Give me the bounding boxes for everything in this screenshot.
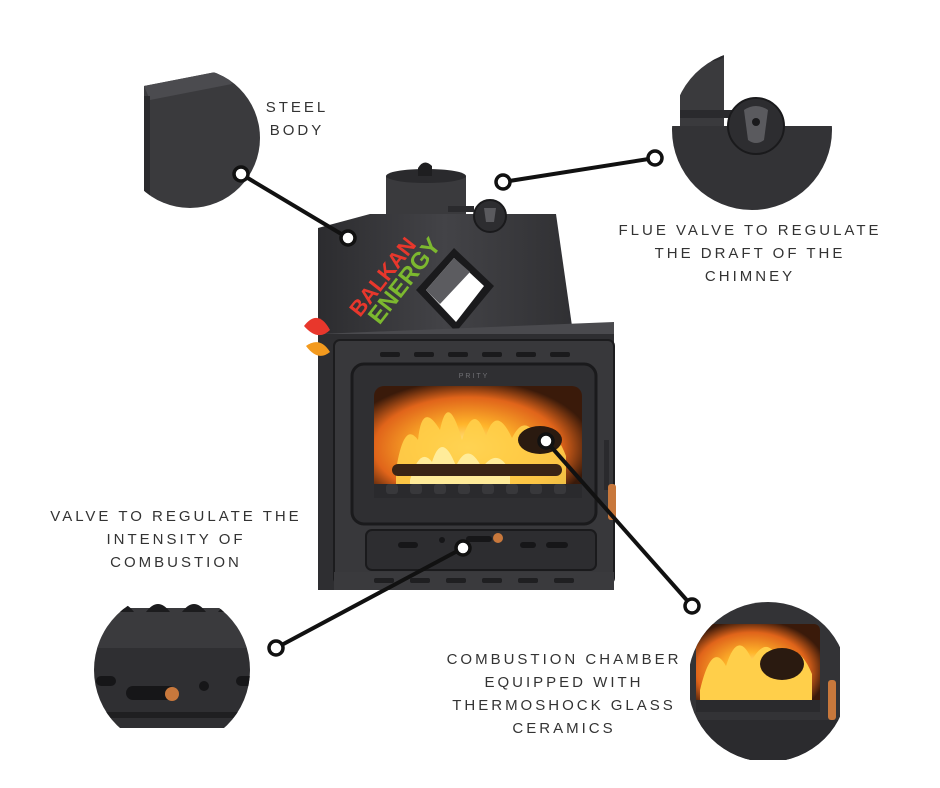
door-brand: PRITY [459, 373, 490, 380]
label-steel-body: STEEL BODY [254, 96, 340, 142]
top-vent-slots [380, 352, 570, 357]
detail-steel-body [120, 68, 260, 208]
fire-window [374, 386, 582, 498]
label-combustion-chamber: COMBUSTION CHAMBER EQUIPPED WITH THERMOS… [440, 648, 688, 740]
diamond-opening [416, 248, 494, 332]
label-intensity-valve-line2: INTENSITY OF [106, 531, 246, 548]
drawer-vents [398, 536, 568, 548]
label-combustion-chamber-line1: COMBUSTION CHAMBER [446, 651, 682, 668]
label-steel-body-line2: BODY [269, 122, 325, 139]
label-intensity-valve-line1: VALVE TO REGULATE THE [50, 508, 302, 525]
label-steel-body-line1: STEEL [265, 99, 329, 116]
watermark-leaf [304, 317, 330, 336]
label-combustion-chamber-line3: THERMOSHOCK GLASS [452, 697, 676, 714]
detail-combustion-chamber [688, 602, 848, 762]
label-combustion-chamber-line2: EQUIPPED WITH [484, 674, 644, 691]
label-flue-valve: FLUE VALVE TO REGULATE THE DRAFT OF THE … [614, 219, 886, 288]
flue-valve-knob [448, 199, 507, 233]
fireplace-insert: PRITY [318, 162, 616, 590]
connector-dots [232, 149, 701, 657]
label-flue-valve-line1: FLUE VALVE TO REGULATE [618, 222, 882, 239]
drawer-valve-knob [493, 533, 503, 543]
detail-intensity-valve [94, 592, 250, 748]
label-flue-valve-line2: THE DRAFT OF THE [654, 245, 846, 262]
label-intensity-valve: VALVE TO REGULATE THE INTENSITY OF COMBU… [44, 505, 308, 574]
label-flue-valve-line3: CHIMNEY [704, 268, 796, 285]
connector-lines [239, 156, 694, 650]
label-combustion-chamber-line4: CERAMICS [512, 720, 616, 737]
label-intensity-valve-line3: COMBUSTION [110, 554, 242, 571]
ash-drawer [365, 529, 597, 571]
detail-flue-valve [672, 50, 832, 210]
